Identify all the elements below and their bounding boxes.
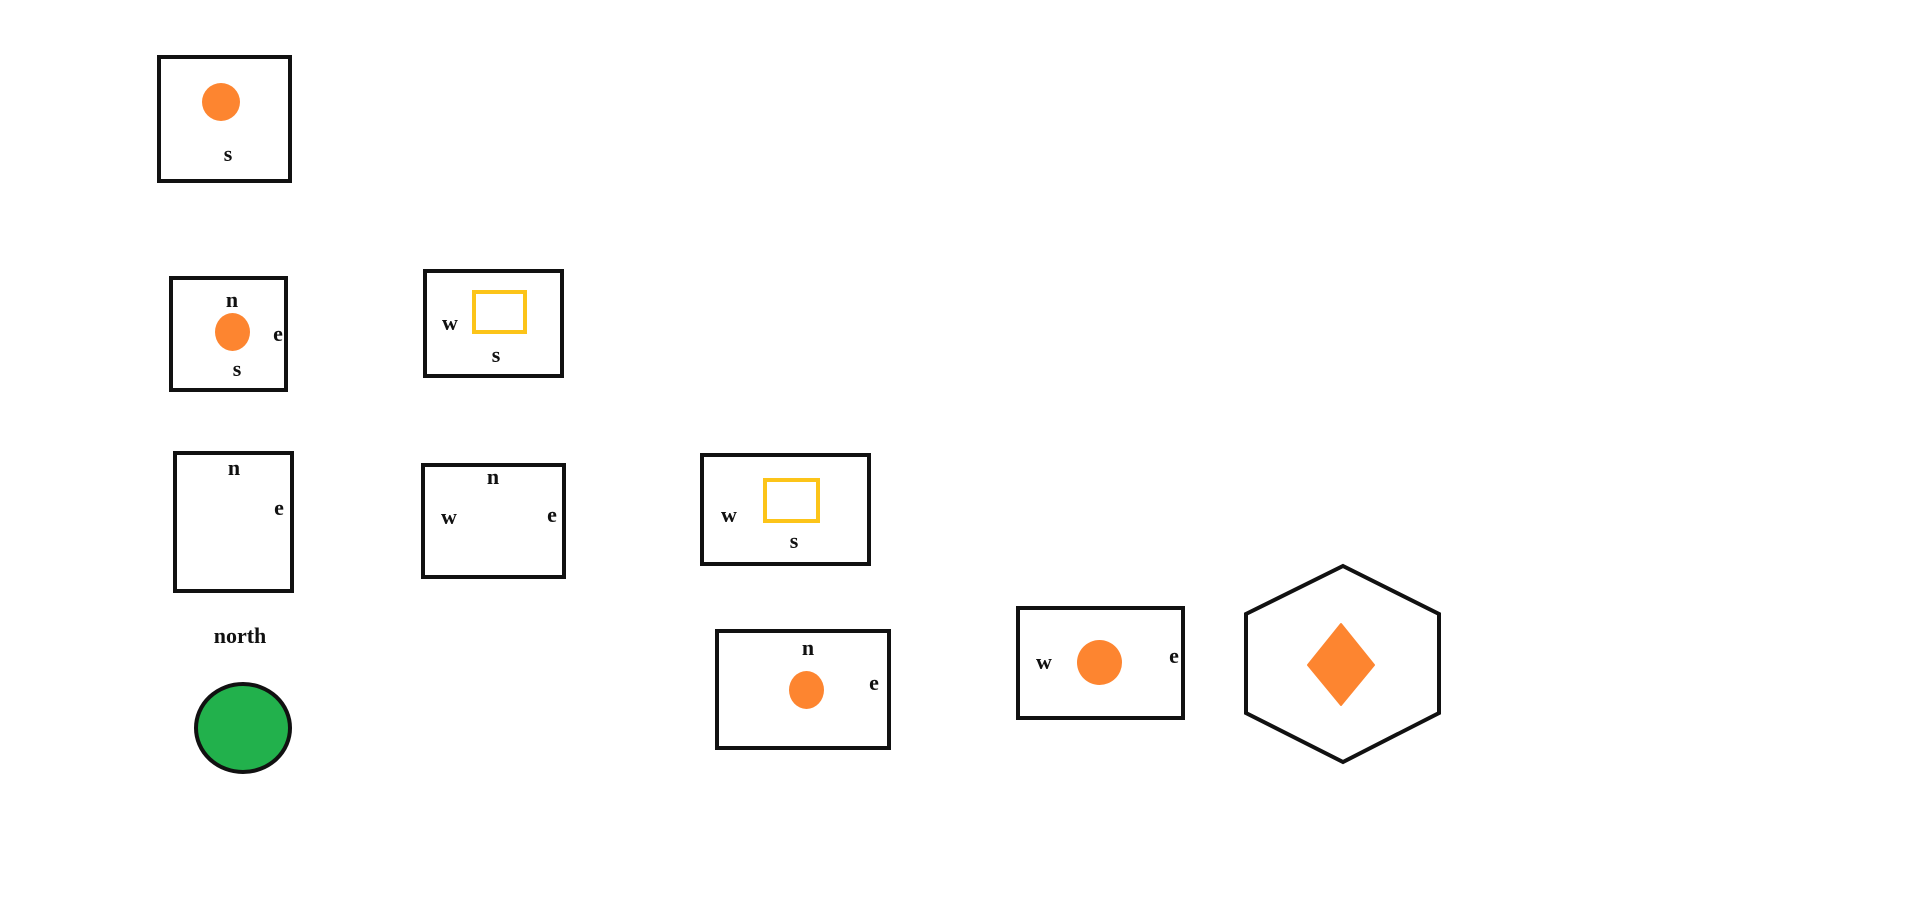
room-box-5 [421, 463, 566, 579]
orange-dot-room-7 [789, 671, 824, 709]
yellow-rectangle-room-6 [763, 478, 820, 523]
room-7-label-n: n [801, 635, 815, 660]
room-box-3 [423, 269, 564, 378]
room-1-label-s: s [223, 141, 233, 166]
room-2-label-n: n [225, 287, 239, 312]
room-8-label-w: w [1036, 649, 1052, 674]
green-circle-marker [194, 682, 292, 774]
room-2-label-s: s [232, 356, 242, 381]
room-7-label-e: e [869, 670, 879, 695]
yellow-rectangle-room-3 [472, 290, 527, 334]
room-5-label-n: n [486, 464, 500, 489]
room-6-label-s: s [789, 528, 799, 553]
north-marker-label: north [213, 623, 267, 648]
orange-diamond [1307, 623, 1375, 706]
room-5-label-e: e [547, 502, 557, 527]
room-3-label-w: w [442, 310, 458, 335]
room-2-label-e: e [273, 321, 283, 346]
room-box-1 [157, 55, 292, 183]
room-box-8 [1016, 606, 1185, 720]
room-6-label-w: w [721, 502, 737, 527]
room-3-label-s: s [491, 342, 501, 367]
room-box-6 [700, 453, 871, 566]
orange-dot-room-2 [215, 313, 250, 351]
room-4-label-e: e [274, 495, 284, 520]
room-box-7 [715, 629, 891, 750]
room-8-label-e: e [1169, 643, 1179, 668]
room-box-4 [173, 451, 294, 593]
room-4-label-n: n [227, 455, 241, 480]
orange-dot-room-8 [1077, 640, 1122, 685]
orange-dot-room-1 [202, 83, 240, 121]
room-5-label-w: w [441, 504, 457, 529]
room-box-2 [169, 276, 288, 392]
hexagon-shape [1244, 563, 1441, 765]
